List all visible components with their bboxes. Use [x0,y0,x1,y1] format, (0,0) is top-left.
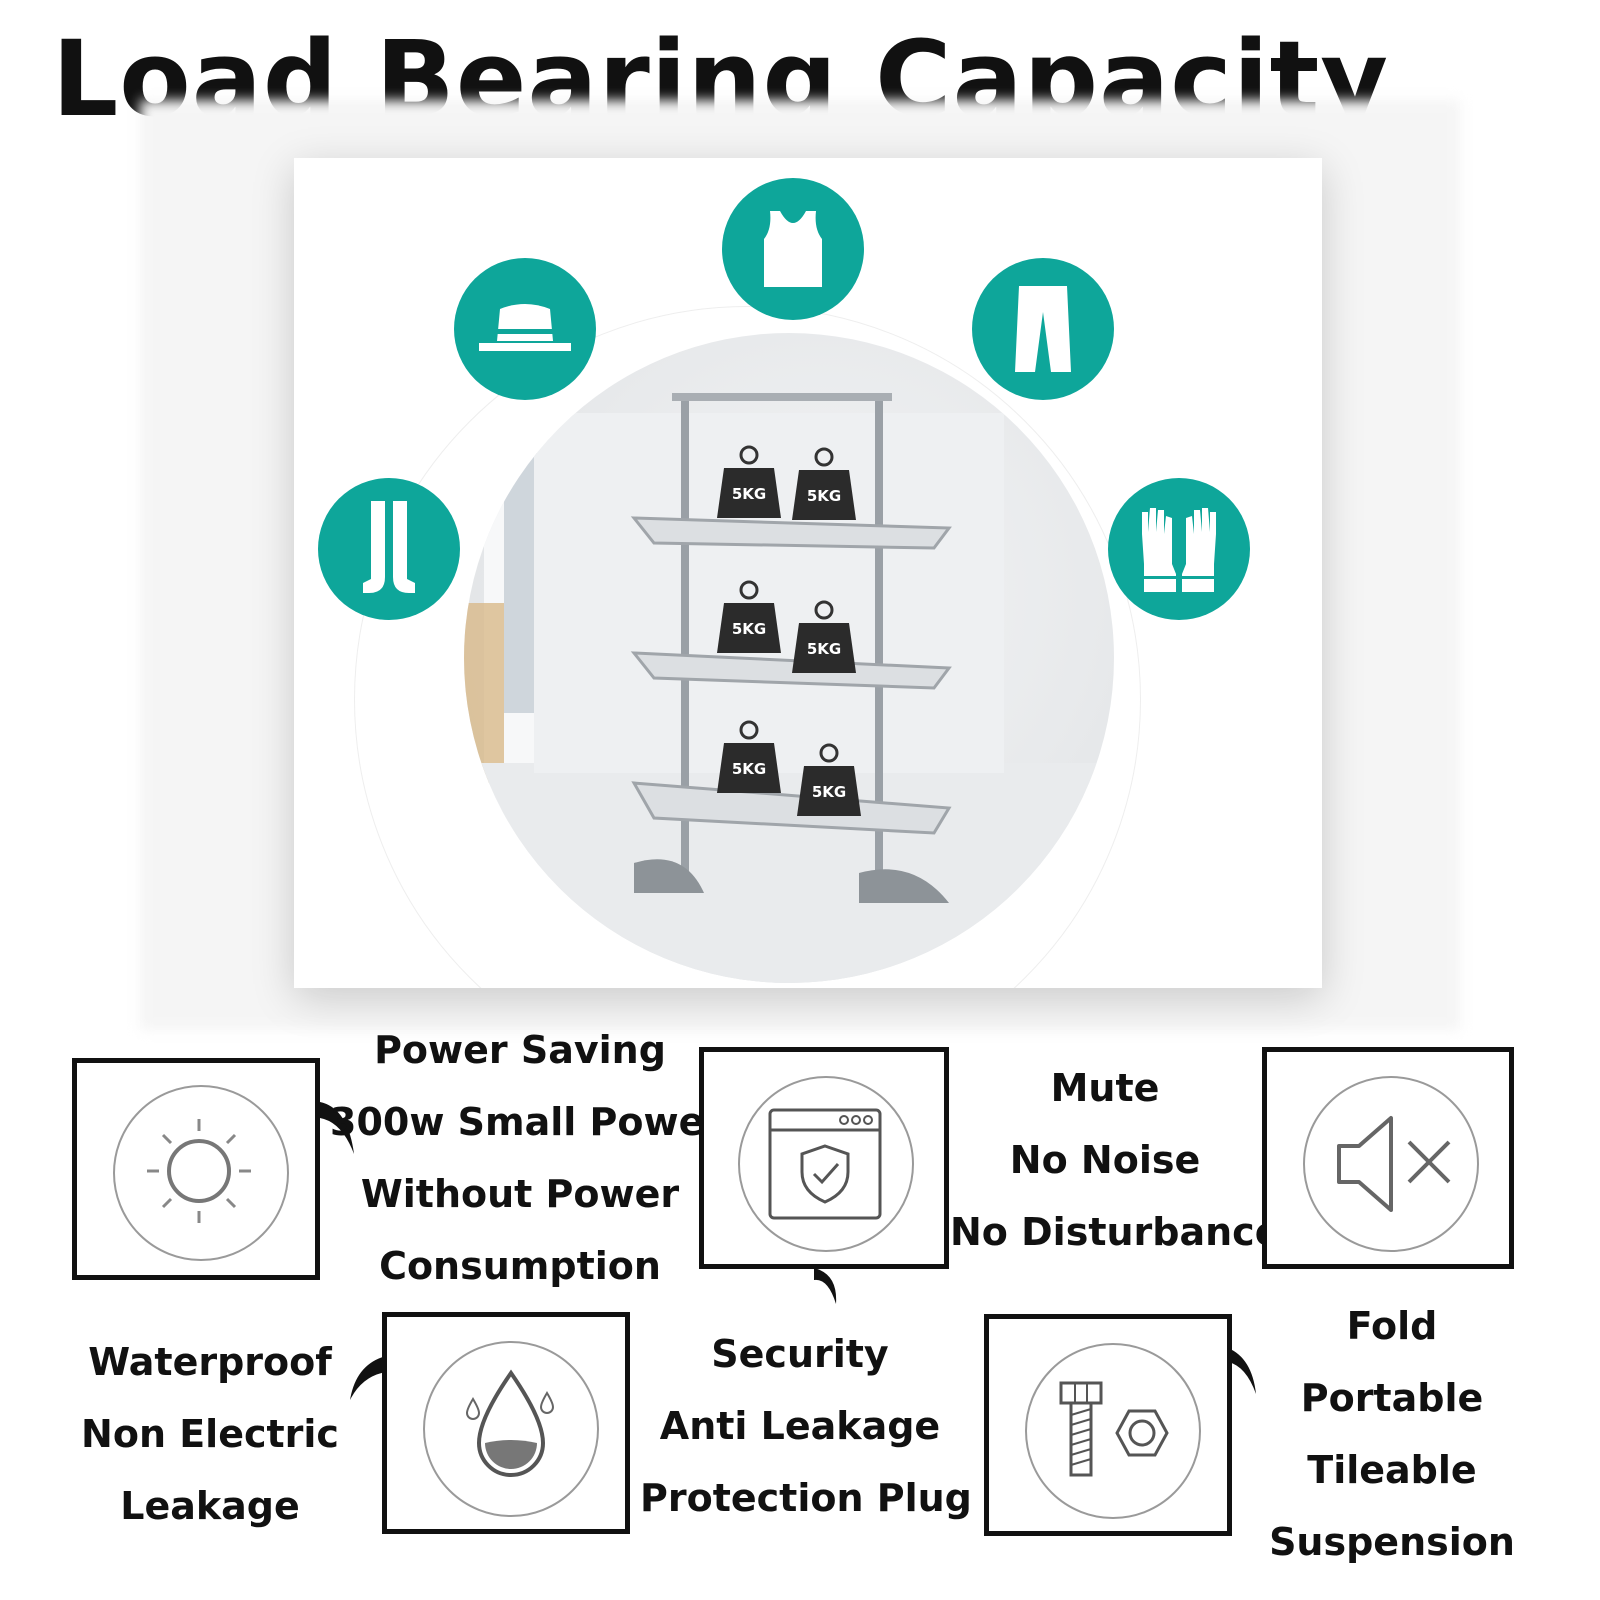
drying-rack-illustration: 5KG 5KG 5KG 5KG 5KG [464,393,1114,983]
power-saving-text: Power Saving 300w Small Power Without Po… [330,1028,724,1288]
weight-label: 5KG [807,640,841,658]
pointer-arrow [350,1356,386,1400]
power-saving-icon-box [72,1058,320,1280]
water-drop-icon [465,1369,555,1477]
pointer-arrow [1228,1348,1256,1394]
sun-icon [147,1119,251,1223]
weight-label: 5KG [812,783,846,801]
security-icon-box [699,1047,949,1269]
shield-window-icon [768,1108,882,1220]
weight-label: 5KG [732,760,766,778]
hat-icon [454,258,596,400]
mute-text: Mute No Noise No Disturbance [950,1066,1281,1254]
security-text: Security Anti Leakage Protection Plug [640,1332,972,1520]
fold-icon-box [984,1314,1232,1536]
weight-3: 5KG [717,580,781,653]
socks-icon [318,478,460,620]
weight-label: 5KG [732,485,766,503]
waterproof-icon-box [382,1312,630,1534]
weight-5: 5KG [717,720,781,793]
product-photo: 5KG 5KG 5KG 5KG 5KG [464,333,1114,983]
weight-1: 5KG [717,445,781,518]
weight-6: 5KG [797,743,861,816]
product-image-card: 5KG 5KG 5KG 5KG 5KG [294,158,1322,988]
weight-2: 5KG [792,447,856,520]
mute-icon-box [1262,1047,1514,1269]
rack-shelf-top [630,516,952,550]
waterproof-text: Waterproof Non Electric Leakage [81,1340,339,1528]
pointer-arrow [814,1268,837,1304]
weight-label: 5KG [732,620,766,638]
pointer-arrow [320,1102,354,1154]
weight-label: 5KG [807,487,841,505]
trousers-icon [972,258,1114,400]
weight-4: 5KG [792,600,856,673]
mute-speaker-icon [1337,1116,1451,1212]
gloves-icon [1108,478,1250,620]
bolt-nut-icon [1059,1381,1169,1477]
fold-text: Fold Portable Tileable Suspension [1269,1304,1515,1564]
vest-icon [722,178,864,320]
